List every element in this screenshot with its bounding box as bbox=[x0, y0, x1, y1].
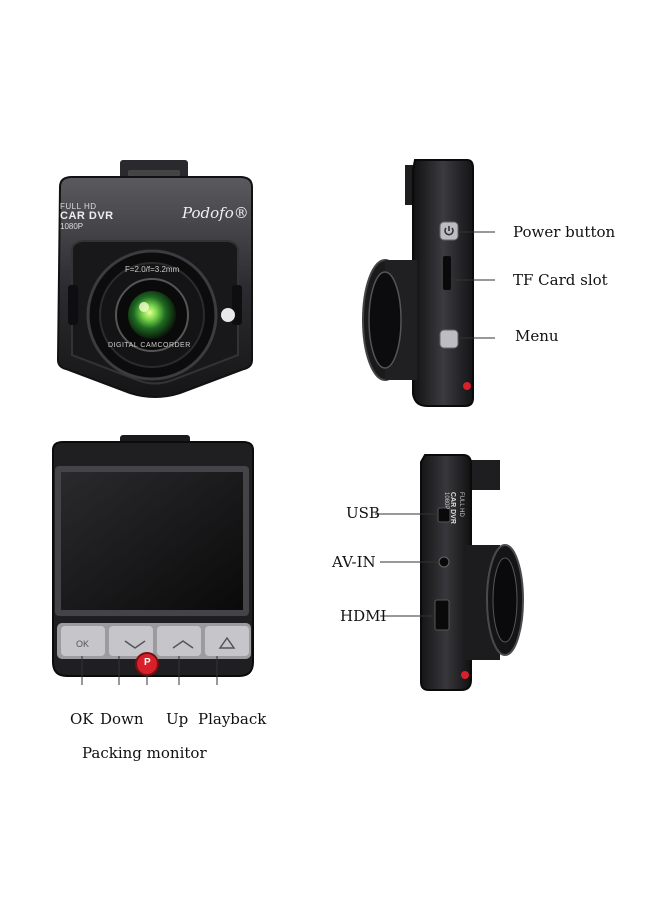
ok-button-label: OK bbox=[70, 710, 94, 728]
power-button-label: Power button bbox=[513, 223, 616, 241]
camera-back-view bbox=[52, 435, 254, 685]
camera-side-left-view bbox=[405, 454, 524, 691]
tf-card-slot-label: TF Card slot bbox=[513, 271, 608, 289]
front-badge-line3: 1080P bbox=[60, 222, 84, 231]
side-badge-line3: 1080P bbox=[443, 492, 449, 510]
menu-button-label: Menu bbox=[515, 327, 559, 345]
ok-button-glyph: OK bbox=[76, 639, 90, 649]
down-button-label: Down bbox=[100, 710, 144, 728]
front-badge-line2: CAR DVR bbox=[60, 210, 114, 222]
lens-spec-text: F=2.0/f=3.2mm bbox=[125, 265, 180, 274]
side-badge-line2: CAR DVR bbox=[449, 492, 456, 524]
playback-button-label: Playback bbox=[198, 710, 267, 728]
side-badge-line1: FULL HD bbox=[458, 492, 464, 517]
up-button-label: Up bbox=[166, 710, 189, 728]
front-badge-line1: FULL HD bbox=[60, 202, 97, 211]
parking-button-glyph: P bbox=[144, 657, 151, 668]
av-in-port-label: AV-IN bbox=[332, 553, 376, 571]
hdmi-port-label: HDMI bbox=[340, 607, 387, 625]
brand-logo: Podofo® bbox=[182, 204, 249, 222]
lens-ring-text: DIGITAL CAMCORDER bbox=[108, 342, 191, 349]
usb-port-label: USB bbox=[346, 504, 380, 522]
power-icon bbox=[444, 226, 454, 236]
camera-front-view bbox=[56, 160, 253, 398]
camera-side-right-view bbox=[362, 159, 495, 407]
leader-extension bbox=[375, 513, 405, 617]
parking-monitor-label: Packing monitor bbox=[82, 744, 207, 762]
